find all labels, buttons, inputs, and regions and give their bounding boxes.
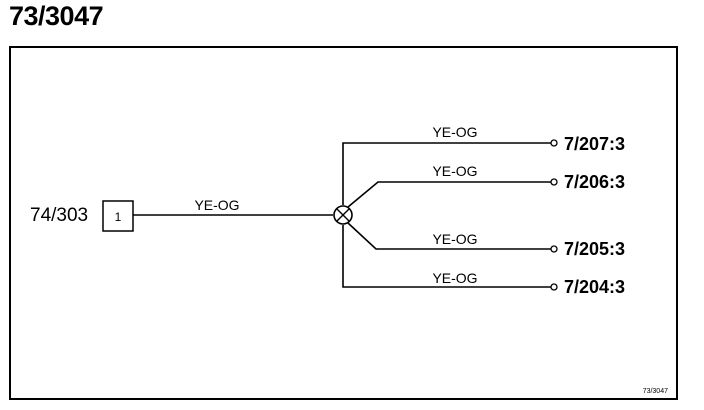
branch-4-target: 7/204:3 <box>564 277 625 297</box>
branch-2-terminal <box>550 178 558 186</box>
diagram-frame <box>9 46 678 400</box>
diagram-title: 73/3047 <box>9 1 104 31</box>
branch-wire-4 <box>342 225 551 288</box>
branch-3-target: 7/205:3 <box>564 239 625 259</box>
branch-4-color-code: YE-OG <box>432 270 477 286</box>
branch-1-color-code: YE-OG <box>432 124 477 140</box>
branch-2-target: 7/206:3 <box>564 172 625 192</box>
main-wire-color-code: YE-OG <box>194 197 239 213</box>
branch-wire-2 <box>347 181 551 208</box>
branch-1-target: 7/207:3 <box>564 134 625 154</box>
branch-wire-3 <box>347 222 551 250</box>
branch-4-terminal <box>550 283 558 291</box>
source-label: 74/303 <box>30 205 88 226</box>
branch-3-terminal <box>550 245 558 253</box>
source-pin-box <box>102 200 134 232</box>
branch-1-terminal <box>550 139 558 147</box>
branch-2-color-code: YE-OG <box>432 163 477 179</box>
splice-icon <box>333 205 353 225</box>
reference-label: 73/3047 <box>643 388 668 395</box>
source-pin-number: 1 <box>115 210 122 224</box>
branch-3-color-code: YE-OG <box>432 231 477 247</box>
branch-wire-1 <box>342 142 551 205</box>
